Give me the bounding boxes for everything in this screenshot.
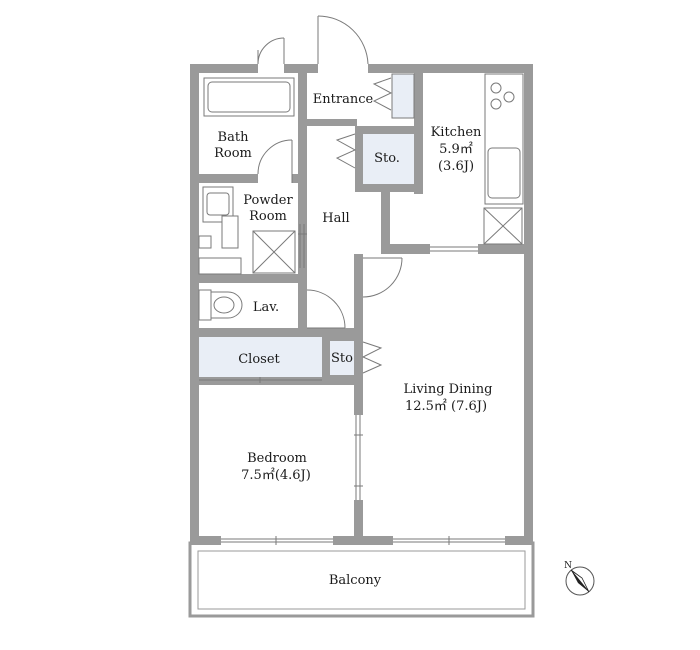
closet-fill — [199, 337, 322, 377]
storage-door[interactable] — [335, 133, 357, 169]
storage-label: Sto. — [374, 151, 400, 166]
closet-label: Closet — [238, 352, 280, 367]
kitchen-counter — [484, 73, 524, 205]
bath-exterior-door[interactable] — [257, 37, 285, 65]
bath-label-line2: Room — [214, 146, 252, 161]
kitchen-tatami: (3.6J) — [438, 159, 474, 174]
living-storage-fill — [330, 341, 354, 375]
compass-north-label: N — [564, 561, 572, 571]
bedroom-sliding-door[interactable] — [354, 415, 363, 500]
toilet — [198, 289, 243, 321]
powder-label-line1: Powder — [243, 193, 293, 208]
balcony-outline — [188, 541, 535, 618]
entrance-door[interactable] — [317, 15, 369, 65]
compass: N — [564, 561, 595, 596]
storage-fill — [363, 134, 414, 184]
bedroom-area: 7.5㎡(4.6J) — [241, 468, 311, 483]
living-dining-label: Living Dining — [404, 382, 493, 397]
powder-shelves — [198, 235, 242, 275]
bath-label-line1: Bath — [218, 130, 250, 145]
bath-door[interactable] — [257, 139, 293, 183]
shoe-cabinet — [391, 73, 415, 119]
lav-door[interactable] — [306, 289, 346, 329]
living-door[interactable] — [362, 257, 403, 298]
kitchen-label: Kitchen — [431, 125, 482, 140]
powder-label-line2: Room — [249, 209, 287, 224]
hall-label: Hall — [322, 211, 349, 226]
washbasin — [202, 186, 239, 249]
living-storage-door[interactable] — [361, 341, 383, 374]
entrance-label: Entrance — [313, 92, 374, 107]
shoe-cabinet-door[interactable] — [372, 77, 393, 111]
living-storage-label: Sto — [331, 351, 353, 366]
bedroom-label: Bedroom — [247, 451, 307, 466]
bathtub — [203, 77, 295, 117]
living-dining-area: 12.5㎡ (7.6J) — [405, 399, 487, 414]
lav-label: Lav. — [253, 300, 279, 315]
refrigerator — [483, 207, 523, 245]
kitchen-area: 5.9㎡ — [439, 142, 473, 157]
washing-machine — [252, 230, 296, 274]
balcony-label: Balcony — [329, 573, 382, 588]
balcony-inner-rail — [197, 550, 526, 610]
balcony-windows — [221, 246, 505, 545]
powder-sliding-door[interactable] — [298, 224, 307, 268]
